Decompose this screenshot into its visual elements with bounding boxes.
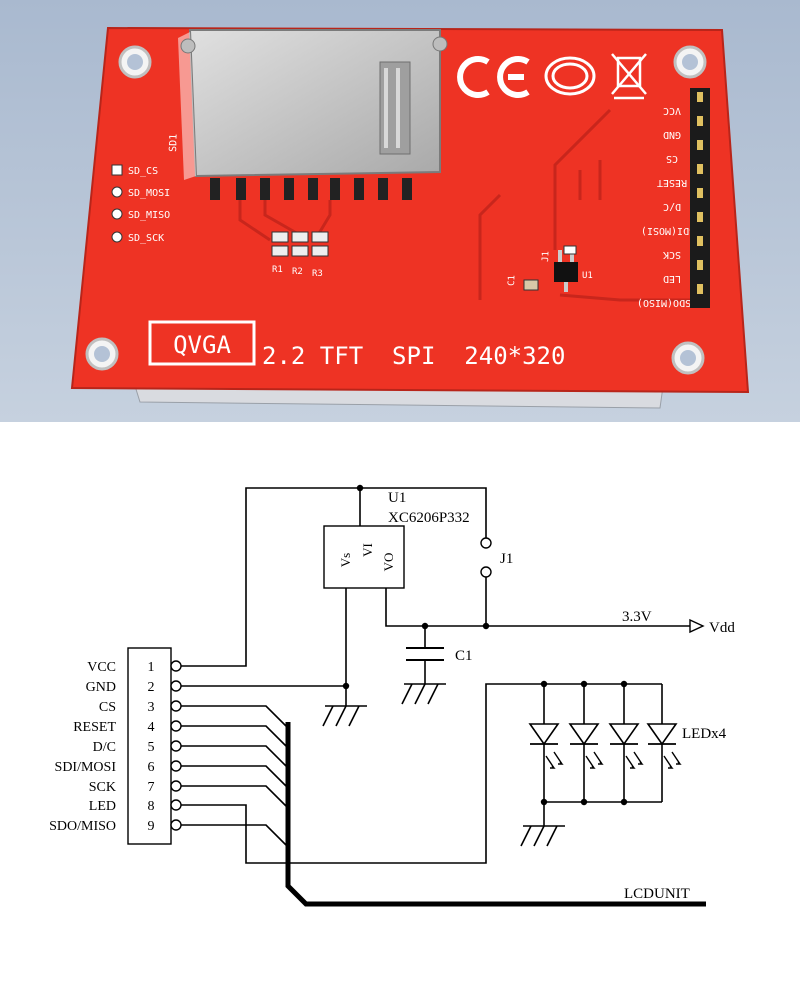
u1-label: U1	[582, 271, 593, 281]
capacitor-label: C1	[455, 648, 473, 664]
led-array	[528, 680, 682, 826]
connector-pin-name: SCK	[89, 780, 116, 795]
jumper-j1-bottom	[480, 566, 492, 578]
connector-pin-number: 2	[148, 680, 155, 695]
connector-pin-terminal	[170, 680, 182, 692]
led-label: LEDx4	[682, 726, 727, 742]
board-title: QVGA	[173, 331, 231, 359]
connector-pin-number: 8	[148, 799, 155, 814]
resistor-label-r2: R2	[292, 267, 303, 277]
sd-label-mosi: SD_MOSI	[128, 188, 170, 199]
pin-header	[690, 88, 710, 308]
connector-pin-terminal	[170, 740, 182, 752]
header-label-gnd: GND	[663, 129, 681, 140]
connector-pin-name: LED	[89, 799, 116, 814]
resistor-label-r3: R3	[312, 269, 323, 279]
qvga-box	[148, 320, 256, 366]
connector-pin-terminal	[170, 660, 182, 672]
regulator-pin-vo: VO	[381, 553, 396, 572]
ce-logo	[457, 56, 530, 98]
vdd-arrow	[689, 618, 705, 634]
connector-pin-number: 3	[148, 700, 155, 715]
bus-label: LCDUNIT	[624, 886, 690, 902]
connector-pin-terminal	[170, 819, 182, 831]
connector-pin-number: 7	[148, 780, 155, 795]
c1-label: C1	[507, 275, 517, 286]
vdd-label: Vdd	[709, 620, 735, 636]
regulator-pin-vs: Vs	[338, 553, 353, 567]
j1-label: J1	[541, 251, 551, 262]
connector-pin-terminal	[170, 700, 182, 712]
header-label-vcc: VCC	[663, 105, 681, 116]
header-label-dc: D/C	[663, 201, 681, 212]
sd-slot-label: SD1	[168, 134, 180, 152]
mounting-holes	[85, 45, 707, 375]
regulator-pin-vi: VI	[360, 543, 375, 557]
header-pin-labels: VCC GND CS RESET D/C SDI(MOSI) SCK LED S…	[637, 105, 695, 308]
header-label-cs: CS	[666, 153, 678, 164]
connector-pin-name: SDO/MISO	[49, 819, 116, 834]
vcc-wire	[181, 487, 487, 667]
jumper-label: J1	[500, 551, 513, 567]
led-2	[568, 684, 604, 802]
ground-symbol-leds	[520, 825, 565, 847]
connector-pin-number: 4	[148, 720, 155, 735]
junction-j1	[482, 622, 490, 630]
pcb-traces	[238, 108, 690, 302]
connector-pin-name: SDI/MOSI	[55, 760, 117, 775]
board-spec: 2.2 TFT SPI 240*320	[262, 342, 565, 370]
connector-pin-terminal	[170, 780, 182, 792]
sd-label-sck: SD_SCK	[128, 233, 164, 244]
connector-pin-number: 9	[148, 819, 155, 834]
sd-card-slot	[178, 29, 448, 180]
ground-symbol-c1	[401, 683, 446, 705]
header-label-sdo: SDO(MISO)	[637, 297, 691, 308]
junction-vi	[356, 484, 364, 492]
sd-pin-pads	[111, 164, 123, 243]
resistor-array	[271, 231, 329, 257]
sd-label-miso: SD_MISO	[128, 210, 170, 221]
connector-pin-terminal	[170, 760, 182, 772]
connector-pin-terminal	[170, 720, 182, 732]
connector-pin-name: VCC	[87, 660, 116, 675]
regulator-components	[523, 245, 578, 292]
connector-pin-number: 1	[148, 660, 155, 675]
ccc-logo	[544, 56, 596, 96]
vo-wire	[385, 588, 690, 627]
connector-pin-name: RESET	[73, 720, 116, 735]
voltage-label: 3.3V	[622, 609, 652, 625]
connector-pin-name: D/C	[93, 740, 116, 755]
led-4	[646, 684, 682, 802]
header-label-sdi: SDI(MOSI)	[641, 225, 695, 236]
resistor-label-r1: R1	[272, 265, 283, 275]
pcb-photo: SD1 R1 R2 R3 SD_C	[0, 0, 800, 422]
lcd-bus	[285, 722, 706, 907]
regulator-u1	[323, 525, 405, 589]
regulator-part: XC6206P332	[388, 510, 470, 526]
junction-gnd	[342, 682, 350, 690]
weee-bin-icon	[611, 53, 647, 100]
connector-pin-number: 6	[148, 760, 155, 775]
led-1	[528, 684, 564, 802]
led-3	[608, 684, 644, 802]
header-label-led: LED	[663, 273, 681, 284]
ground-symbol-regulator	[322, 705, 367, 727]
connector-pin-name: GND	[86, 680, 116, 695]
header-label-sck: SCK	[663, 249, 681, 260]
sd-slot-pins	[210, 178, 412, 200]
connector-pin-terminal	[170, 799, 182, 811]
connector-pin-number: 5	[148, 740, 155, 755]
connector-pin-name: CS	[99, 700, 116, 715]
led-wire	[181, 683, 662, 864]
regulator-ref: U1	[388, 490, 406, 506]
jumper-j1-top	[480, 537, 492, 549]
sd-label-cs: SD_CS	[128, 166, 158, 177]
signal-wires	[181, 705, 289, 848]
header-label-reset: RESET	[657, 177, 687, 188]
